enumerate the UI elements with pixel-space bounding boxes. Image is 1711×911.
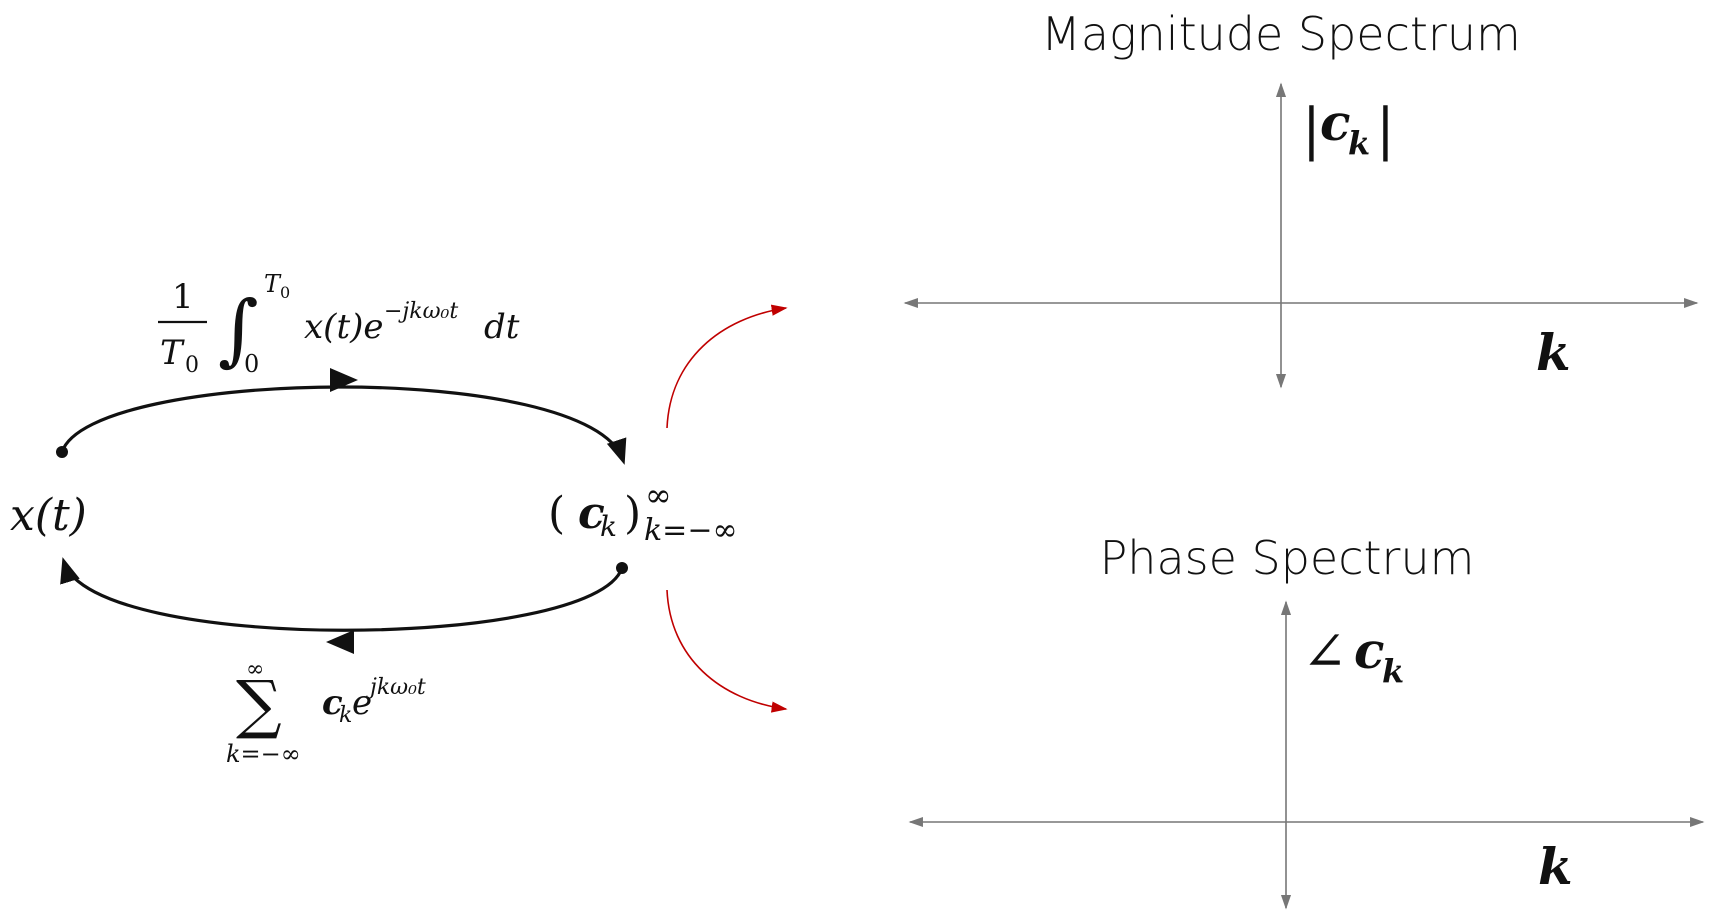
synthesis-start-dot (616, 562, 628, 574)
analysis-formula: 1 T 0 ∫ T 0 0 x(t)e −jkω₀t dt (158, 270, 520, 378)
differential: dt (484, 307, 520, 347)
analysis-start-dot (56, 446, 68, 458)
summation-sign: ∑ (236, 668, 282, 742)
angle-symbol: ∠ (1302, 620, 1347, 683)
sum-coeff-sub: k (339, 703, 352, 728)
integral-sign: ∫ (218, 285, 259, 375)
frac-numerator: 1 (172, 277, 194, 317)
analysis-direction-arrowhead (330, 368, 358, 392)
coeff-var: c (578, 488, 605, 539)
paren-open: ( (548, 488, 565, 539)
to-magnitude-arrow (666, 304, 788, 429)
to-phase-arrow (666, 589, 788, 713)
magnitude-x-label: k (1536, 323, 1571, 382)
magnitude-title: Magnitude Spectrum (1041, 7, 1521, 61)
sum-lower-limit: k=−∞ (226, 740, 301, 768)
phase-spectrum-panel: Phase Spectrum ∠ c k k (908, 531, 1705, 910)
frac-den-sub: 0 (185, 353, 199, 378)
abs-bar-left: | (1302, 97, 1321, 162)
phase-var: c (1354, 621, 1384, 680)
analysis-arrow (60, 385, 627, 465)
frac-den-var: T (160, 333, 185, 373)
integral-lower: 0 (244, 350, 259, 378)
coefficient-sequence-label: ( c k ) ∞ k=−∞ (548, 476, 737, 548)
paren-close: ) (624, 488, 641, 539)
coeff-upper-limit: ∞ (645, 476, 672, 514)
synthesis-arrow (60, 557, 624, 632)
magnitude-y-label: | c k | (1302, 93, 1395, 162)
abs-bar-right: | (1376, 97, 1395, 162)
coeff-lower-limit: k=−∞ (644, 513, 737, 548)
phase-sub: k (1382, 652, 1404, 690)
integrand: x(t)e (304, 307, 384, 347)
integral-upper-sub: 0 (280, 283, 290, 302)
sum-upper-limit: ∞ (246, 657, 264, 682)
fourier-loop: x(t) ( c k ) ∞ k=−∞ 1 T 0 ∫ T 0 0 x(t)e … (10, 270, 788, 768)
phase-y-label: ∠ c k (1302, 620, 1404, 690)
magnitude-spectrum-panel: Magnitude Spectrum | c k | k (903, 7, 1699, 389)
magnitude-sub: k (1348, 124, 1370, 162)
sum-exponent: jkω₀t (365, 675, 426, 700)
phase-x-label: k (1538, 837, 1573, 896)
magnitude-var: c (1320, 93, 1350, 152)
coeff-sub: k (600, 510, 617, 543)
synthesis-formula: ∞ ∑ k=−∞ c k e jkω₀t (226, 657, 426, 768)
integrand-exponent: −jkω₀t (384, 299, 458, 324)
integral-upper-var: T (264, 270, 282, 298)
sum-exp-base: e (352, 683, 372, 723)
signal-label: x(t) (10, 490, 87, 541)
synthesis-direction-arrowhead (326, 630, 354, 654)
sum-coeff-var: c (322, 683, 343, 723)
phase-title: Phase Spectrum (1100, 531, 1475, 585)
